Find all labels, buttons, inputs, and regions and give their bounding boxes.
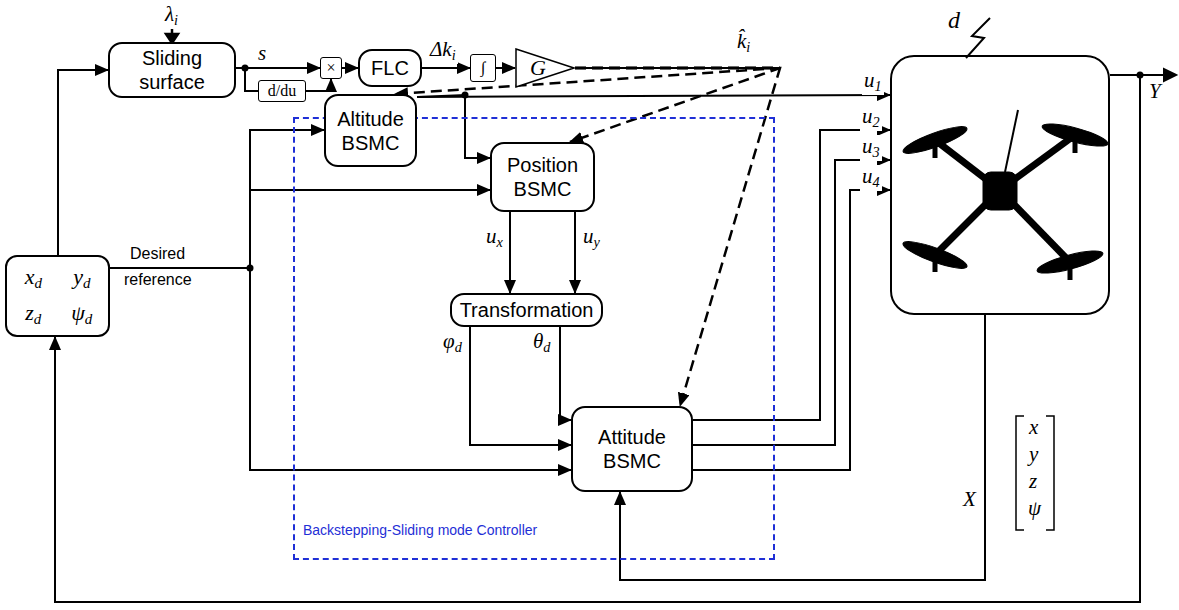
signal-wire [342, 67, 358, 69]
plant-box: d [890, 55, 1110, 315]
signal-wire [560, 327, 571, 420]
node-text: × [326, 59, 335, 77]
signal-label: θd [531, 330, 552, 356]
junction-dots [242, 65, 1144, 272]
node-text: ψd [62, 300, 103, 328]
node-text: ∫ [481, 59, 485, 77]
fuzzy-box: FLC [358, 49, 422, 87]
signal-wire [236, 68, 258, 91]
node-text: Sliding surface [116, 46, 228, 94]
signal-label: u1 [862, 69, 884, 95]
process-box: Transformation [450, 293, 603, 327]
process-box: Position BSMC [490, 142, 595, 212]
signal-label: u3 [860, 135, 882, 161]
signal-label: X [961, 488, 978, 511]
node-text: xd [13, 264, 54, 292]
node-text: Transformation [460, 298, 594, 322]
signal-label: φd [441, 330, 464, 356]
region-title: Backstepping-Sliding mode Controller [303, 522, 537, 538]
signal-wire [693, 160, 890, 445]
signal-label: z [1027, 470, 1039, 493]
process-box: Attitude BSMC [571, 406, 693, 492]
vector-bracket [1016, 416, 1054, 530]
signal-wire [306, 79, 331, 91]
signal-label: u2 [860, 105, 882, 131]
gain-link [395, 68, 780, 94]
node-text: G [530, 55, 546, 81]
signal-wire [110, 130, 324, 268]
signal-label: Desired [128, 245, 187, 263]
node-text: FLC [371, 56, 409, 80]
disturbance-label: d [948, 7, 960, 34]
node-text: Position BSMC [498, 153, 587, 201]
signal-label: x [1027, 416, 1040, 439]
node-text: d/du [268, 82, 296, 100]
quadrotor-illustration [901, 110, 1110, 280]
node-text: yd [62, 264, 103, 292]
signal-wire [55, 75, 1140, 602]
disturbance-bolt [966, 18, 990, 58]
signal-wire [422, 67, 470, 69]
signal-wire [693, 190, 890, 470]
signal-wire [470, 327, 571, 445]
signal-wire [236, 67, 320, 69]
signal-label: ψ [1026, 497, 1043, 520]
multiplier-box: × [320, 57, 342, 79]
signal-label: k̂i [735, 30, 752, 56]
signal-label: y [1027, 443, 1040, 466]
node-text: zd [13, 300, 54, 328]
signal-wire [110, 190, 490, 268]
integrator-box: ∫ [470, 54, 496, 82]
signal-wire [58, 70, 108, 255]
node-text: Attitude BSMC [579, 425, 685, 473]
signal-label: Y [1147, 80, 1163, 103]
signal-label: reference [122, 271, 194, 289]
node-text: Altitude BSMC [332, 107, 409, 155]
lambda-arrow [166, 28, 178, 43]
signal-label: ux [484, 225, 505, 251]
edge-label: Δki [428, 38, 458, 64]
signal-wire [417, 95, 490, 158]
signal-wire [496, 67, 515, 69]
signal-wire [693, 130, 890, 420]
reference-box: xdydzdψd [5, 255, 110, 337]
process-box: Sliding surface [108, 42, 236, 98]
derivative-box: d/du [258, 80, 306, 102]
signal-label: u4 [860, 165, 882, 191]
signal-label: λi [163, 3, 180, 29]
edge-label: s [256, 42, 268, 65]
signal-label: uy [581, 225, 602, 251]
gain-triangle: G [515, 48, 575, 88]
signal-wire [417, 95, 890, 97]
gain-link [570, 68, 780, 142]
signal-wire [509, 212, 511, 293]
signal-wire [574, 212, 576, 293]
process-box: Altitude BSMC [324, 94, 417, 167]
